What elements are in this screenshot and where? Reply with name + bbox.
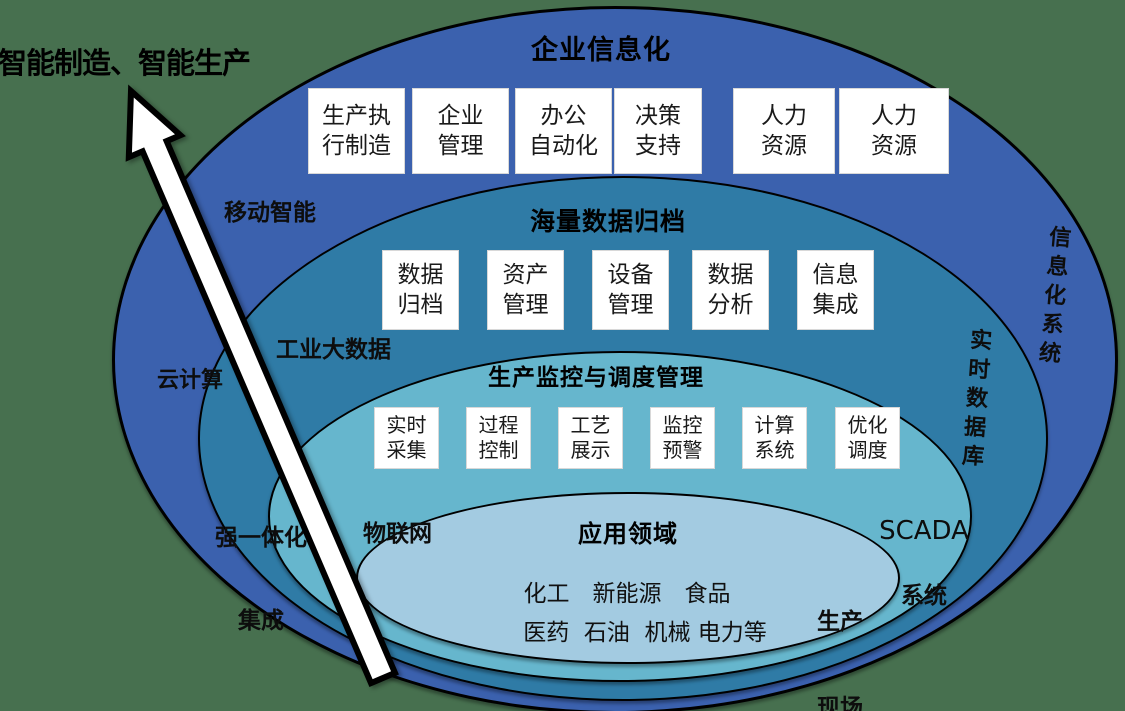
box-computing-system: 计算 系统 bbox=[742, 407, 807, 469]
box-text: 实时 bbox=[386, 413, 427, 437]
box-mes: 生产执 行制造 bbox=[308, 88, 405, 174]
box-text: 资源 bbox=[871, 133, 917, 159]
box-text: 资产 bbox=[502, 261, 549, 288]
box-text: 信息 bbox=[812, 261, 859, 288]
box-text: 控制 bbox=[478, 438, 519, 462]
box-text: 系统 bbox=[754, 438, 795, 462]
layer-title-application-domain: 应用领域 bbox=[578, 520, 678, 548]
layer-title-production-monitoring: 生产监控与调度管理 bbox=[488, 365, 704, 391]
box-monitoring-alert: 监控 预警 bbox=[650, 407, 715, 469]
box-human-resources-2: 人力 资源 bbox=[839, 88, 949, 174]
box-text: 自动化 bbox=[529, 133, 598, 159]
box-text: 管理 bbox=[502, 292, 549, 318]
box-equipment-management: 设备 管理 bbox=[592, 250, 669, 330]
box-text: 数据 bbox=[397, 261, 444, 288]
label-line: 生产 bbox=[817, 608, 863, 635]
label-line: 系统 bbox=[901, 583, 947, 610]
box-text: 采集 bbox=[386, 438, 427, 462]
box-text: 分析 bbox=[707, 292, 754, 318]
box-text: 集成 bbox=[812, 292, 859, 318]
label-industrial-big-data: 工业大数据 bbox=[276, 337, 391, 363]
box-text: 管理 bbox=[437, 133, 484, 159]
box-text: 归档 bbox=[397, 292, 444, 318]
box-asset-management: 资产 管理 bbox=[487, 250, 564, 330]
box-text: 人力 bbox=[761, 102, 807, 129]
box-realtime-collection: 实时 采集 bbox=[374, 407, 439, 469]
box-office-automation: 办公 自动化 bbox=[515, 88, 612, 174]
industries-line-1: 化工 新能源 食品 bbox=[523, 581, 731, 607]
box-text: 数据 bbox=[707, 261, 754, 288]
box-text: 计算 bbox=[754, 413, 795, 437]
label-production-site: 生产 现场 bbox=[808, 550, 872, 711]
label-cloud-computing: 云计算 bbox=[157, 368, 224, 393]
box-text: 预警 bbox=[662, 438, 703, 462]
industries-line-2: 医药 石油 机械 电力等 bbox=[523, 620, 767, 646]
label-scada-system: SCADA 系统 bbox=[868, 480, 980, 647]
box-text: 监控 bbox=[662, 413, 703, 437]
box-text: 展示 bbox=[570, 438, 611, 462]
arrow-label-smart-manufacturing: 智能制造、智能生产 bbox=[0, 46, 251, 80]
box-text: 设备 bbox=[607, 261, 654, 288]
box-text: 资源 bbox=[761, 133, 807, 159]
box-decision-support: 决策 支持 bbox=[614, 88, 702, 174]
box-optimization-scheduling: 优化 调度 bbox=[835, 407, 900, 469]
box-text: 支持 bbox=[635, 133, 681, 159]
label-line: 强一体化 bbox=[215, 525, 307, 552]
ellipse-application-domain bbox=[356, 492, 900, 664]
box-text: 优化 bbox=[847, 413, 888, 437]
label-line: 集成 bbox=[238, 607, 284, 634]
box-human-resources-1: 人力 资源 bbox=[733, 88, 835, 174]
box-text: 决策 bbox=[635, 102, 681, 129]
box-text: 办公 bbox=[540, 102, 587, 129]
box-text: 管理 bbox=[607, 292, 654, 318]
box-text: 行制造 bbox=[322, 133, 391, 159]
box-data-analysis: 数据 分析 bbox=[692, 250, 769, 330]
box-enterprise-management: 企业 管理 bbox=[412, 88, 509, 174]
box-data-archiving: 数据 归档 bbox=[382, 250, 459, 330]
box-information-integration: 信息 集成 bbox=[797, 250, 874, 330]
layer-title-mass-data-archiving: 海量数据归档 bbox=[529, 207, 686, 236]
box-text: 工艺 bbox=[570, 413, 611, 437]
box-text: 企业 bbox=[437, 102, 484, 129]
label-iot: 物联网 bbox=[363, 521, 432, 547]
box-text: 过程 bbox=[478, 413, 519, 437]
box-text: 调度 bbox=[847, 438, 888, 462]
layer-title-enterprise-informatization: 企业信息化 bbox=[531, 35, 671, 66]
label-mobile-intelligence: 移动智能 bbox=[224, 200, 316, 226]
box-text: 生产执 bbox=[322, 102, 391, 129]
label-line: 现场 bbox=[817, 694, 863, 711]
box-process-display: 工艺 展示 bbox=[558, 407, 623, 469]
label-line: SCADA bbox=[879, 515, 969, 546]
label-integration: 强一体化 集成 bbox=[205, 470, 317, 691]
box-process-control: 过程 控制 bbox=[466, 407, 531, 469]
box-text: 人力 bbox=[871, 102, 917, 129]
